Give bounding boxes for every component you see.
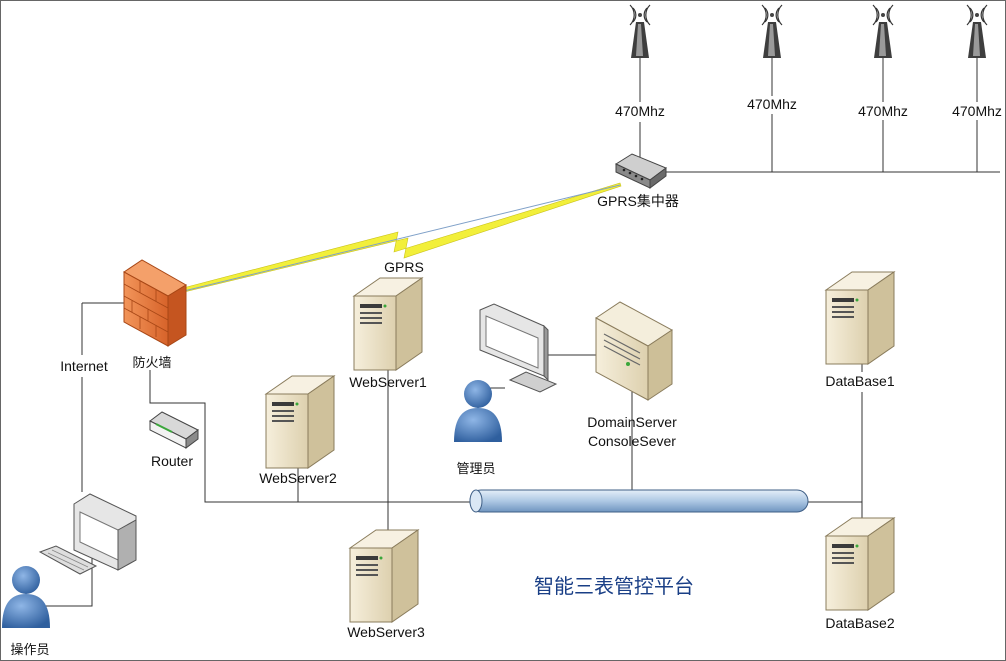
server-icon: [349, 529, 419, 623]
antenna-1-frequency: 470Mhz: [615, 103, 665, 119]
webserver1-label: WebServer1: [349, 374, 427, 390]
console-server-label: ConsoleSever: [588, 433, 676, 449]
antenna-2-frequency: 470Mhz: [747, 96, 797, 112]
antenna-icon: [872, 4, 894, 59]
concentrator-icon: [614, 153, 668, 189]
keyboard-icon: [38, 545, 98, 575]
firewall: 防火墙: [123, 259, 187, 371]
network-bus: [469, 489, 809, 513]
antenna-array: 470Mhz 470Mhz 470Mhz 470Mhz: [615, 4, 1002, 119]
antenna-icon: [761, 4, 783, 59]
antenna-3-frequency: 470Mhz: [858, 103, 908, 119]
gprs-link-label: GPRS: [384, 259, 424, 275]
antenna-icon: [966, 4, 988, 59]
firewall-label: 防火墙: [132, 355, 171, 371]
tower-server-icon: [595, 301, 673, 401]
concentrator-label: GPRS集中器: [597, 193, 679, 209]
admin-workstation: 管理员: [454, 303, 558, 477]
monitor-icon: [479, 303, 558, 393]
server-icon: [825, 271, 895, 365]
webserver3: WebServer3: [347, 529, 425, 640]
database2-label: DataBase2: [825, 615, 894, 631]
database2: DataBase2: [825, 517, 895, 631]
firewall-icon: [123, 259, 187, 347]
server-icon: [353, 277, 423, 371]
platform-title: 智能三表管控平台: [534, 574, 694, 598]
internet-label: Internet: [60, 358, 108, 374]
webserver1: WebServer1: [349, 277, 427, 390]
gprs-concentrator: GPRS集中器: [597, 153, 679, 209]
gprs-link: GPRS: [182, 182, 622, 293]
server-icon: [265, 375, 335, 469]
operator-workstation: 操作员: [2, 493, 137, 658]
router-icon: [149, 411, 199, 449]
domain-server-label: DomainServer: [587, 414, 677, 430]
operator-label: 操作员: [10, 642, 49, 658]
database1-label: DataBase1: [825, 373, 894, 389]
webserver2-label: WebServer2: [259, 470, 337, 486]
operator-person-icon: [2, 566, 50, 628]
webserver3-label: WebServer3: [347, 624, 425, 640]
database1: DataBase1: [825, 271, 895, 389]
connection-lines: [34, 58, 1000, 607]
admin-person-icon: [454, 380, 502, 442]
server-icon: [825, 517, 895, 611]
router-label: Router: [151, 453, 193, 469]
monitor-icon: [73, 493, 137, 571]
admin-label: 管理员: [456, 462, 495, 477]
webserver2: WebServer2: [259, 375, 337, 486]
antenna-4-frequency: 470Mhz: [952, 103, 1002, 119]
domain-console-server: DomainServer ConsoleSever: [587, 301, 677, 449]
router: Router: [149, 411, 199, 469]
antenna-icon: [629, 4, 651, 59]
